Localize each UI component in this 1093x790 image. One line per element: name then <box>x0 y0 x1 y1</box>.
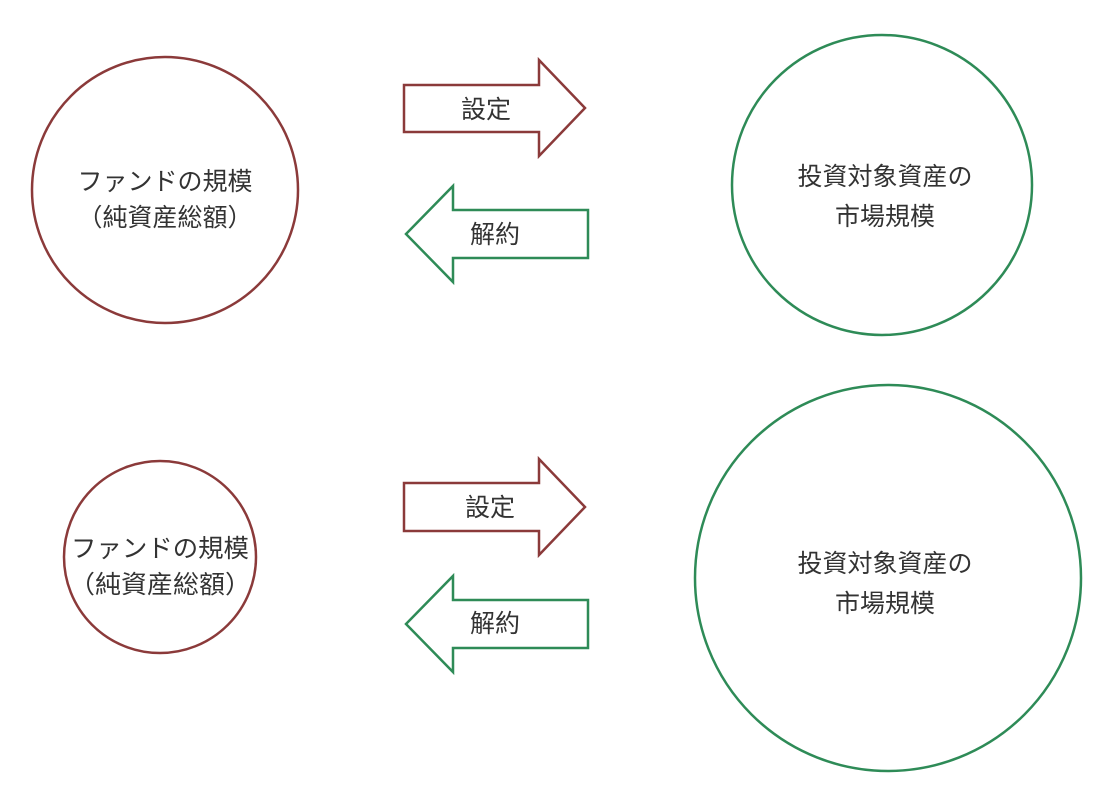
subscription-label: 設定 <box>465 493 515 522</box>
redemption-label: 解約 <box>470 609 520 638</box>
subscription-label: 設定 <box>461 95 511 124</box>
subscription-arrow <box>402 455 587 559</box>
market-size-circle <box>693 383 1083 773</box>
market-size-label-line1: 投資対象資産の <box>797 549 972 578</box>
fund-size-label-line2: （純資産総額） <box>77 203 252 232</box>
redemption-arrow <box>404 572 590 676</box>
subscription-arrow <box>402 56 587 160</box>
fund-size-circle <box>62 459 258 655</box>
market-size-label-line2: 市場規模 <box>835 202 935 231</box>
fund-size-label-line1: ファンドの規模 <box>71 534 249 563</box>
redemption-arrow <box>404 182 590 286</box>
market-size-label-line1: 投資対象資産の <box>797 162 972 191</box>
top-panel: ファンドの規模 （純資産総額） 設定 解約 投資対象資産の 市場規模 <box>30 33 1034 337</box>
market-size-label-line2: 市場規模 <box>835 589 935 618</box>
redemption-label: 解約 <box>470 220 520 249</box>
bottom-panel: ファンドの規模 （純資産総額） 設定 解約 投資対象資産の 市場規模 <box>62 383 1083 773</box>
fund-size-circle <box>30 55 300 325</box>
fund-size-label-line1: ファンドの規模 <box>77 167 252 196</box>
market-size-circle <box>730 33 1034 337</box>
fund-size-label-line2: （純資産総額） <box>69 570 251 599</box>
